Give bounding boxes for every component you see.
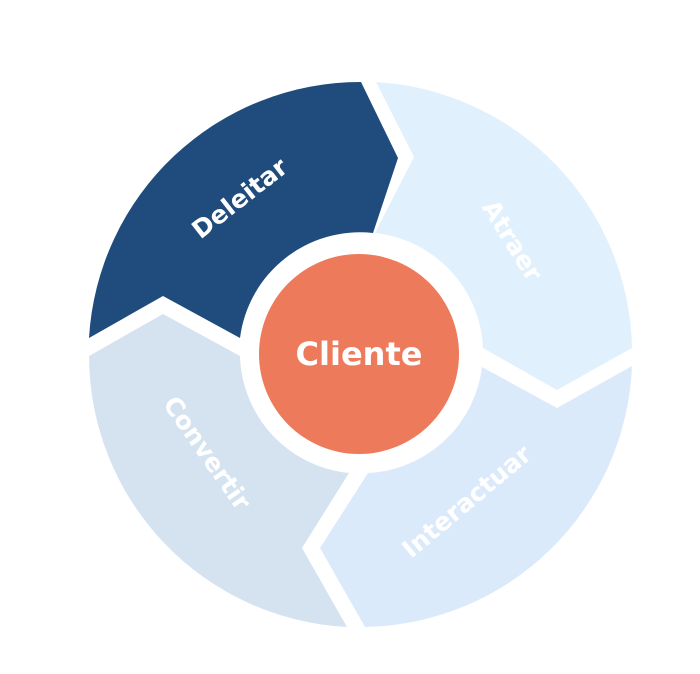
segment-deleitar [89, 81, 398, 339]
center-label: Cliente [296, 335, 423, 373]
segment-atraer [375, 82, 632, 390]
segment-interactuar [320, 366, 632, 627]
center-circle [259, 254, 459, 454]
segment-convertir [89, 314, 349, 627]
